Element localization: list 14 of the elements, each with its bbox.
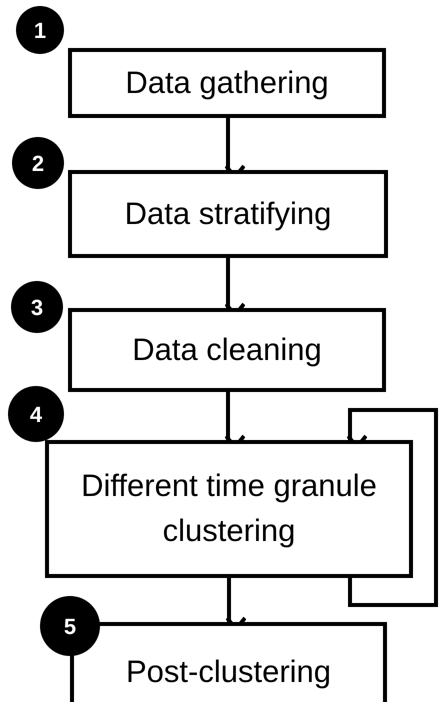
process-box [68,48,386,118]
process-box [45,440,413,578]
step-number: 3 [11,281,63,333]
step-number: 2 [12,137,64,189]
step-number: 5 [40,596,100,656]
step-number: 1 [16,6,64,54]
step-label: Data stratifying [124,194,332,233]
process-box [68,308,386,392]
process-box [68,170,388,258]
step-label: Data gathering [125,64,329,102]
step-label: Post-clustering [126,652,332,691]
step-number: 4 [8,386,64,442]
step-label: Data cleaning [132,330,322,369]
step-label: Different time granule clustering [80,467,378,550]
